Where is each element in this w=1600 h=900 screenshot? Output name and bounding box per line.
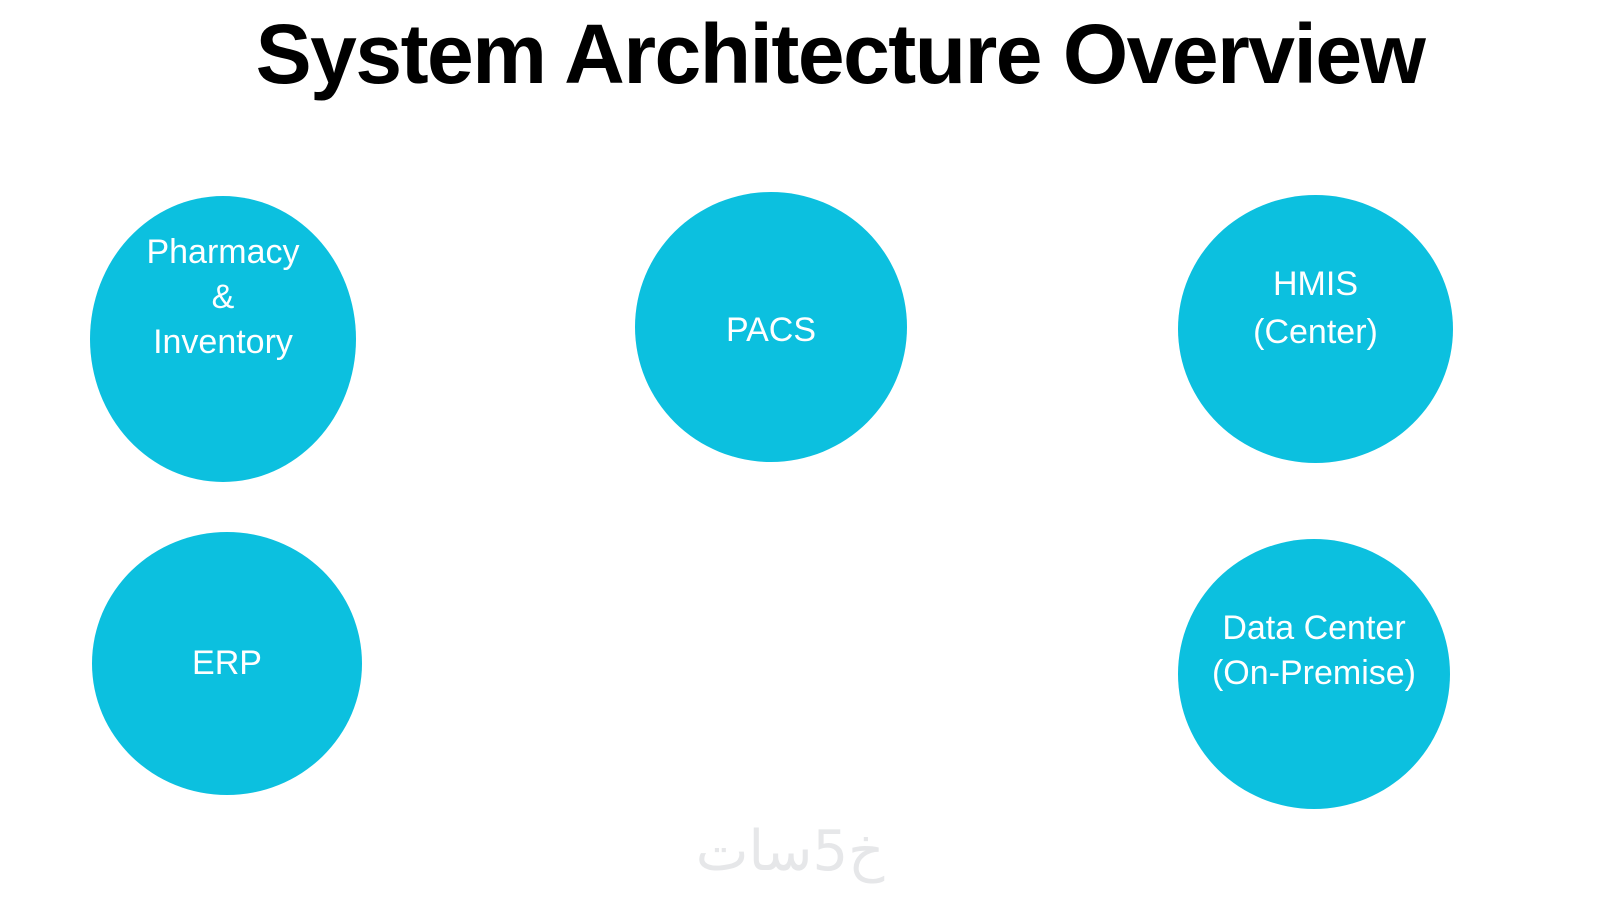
node-erp-label: ERP bbox=[92, 641, 362, 686]
node-data-center-on-premise-label: Data Center (On-Premise) bbox=[1178, 606, 1450, 696]
label-line: & bbox=[211, 278, 235, 316]
label-line: Data Center bbox=[1222, 609, 1406, 647]
node-pharmacy-inventory: Pharmacy & Inventory bbox=[90, 196, 356, 482]
label-line: Inventory bbox=[153, 323, 293, 361]
khamsat-watermark: خ5سات bbox=[695, 819, 885, 884]
page-title: System Architecture Overview bbox=[255, 7, 1426, 101]
node-data-center-on-premise: Data Center (On-Premise) bbox=[1178, 539, 1450, 809]
label-line: Pharmacy bbox=[146, 233, 300, 271]
node-erp: ERP bbox=[92, 532, 362, 795]
node-hmis-center-label: HMIS (Center) bbox=[1178, 260, 1453, 356]
node-hmis-center: HMIS (Center) bbox=[1178, 195, 1453, 463]
label-line: (On-Premise) bbox=[1211, 654, 1417, 692]
node-pacs: PACS bbox=[635, 192, 907, 462]
label-line: (Center) bbox=[1253, 313, 1378, 351]
label-line: HMIS bbox=[1273, 265, 1358, 303]
node-pharmacy-inventory-label: Pharmacy & Inventory bbox=[90, 230, 356, 365]
label-line: ERP bbox=[192, 644, 262, 682]
node-pacs-label: PACS bbox=[635, 308, 907, 353]
label-line: PACS bbox=[725, 311, 817, 349]
